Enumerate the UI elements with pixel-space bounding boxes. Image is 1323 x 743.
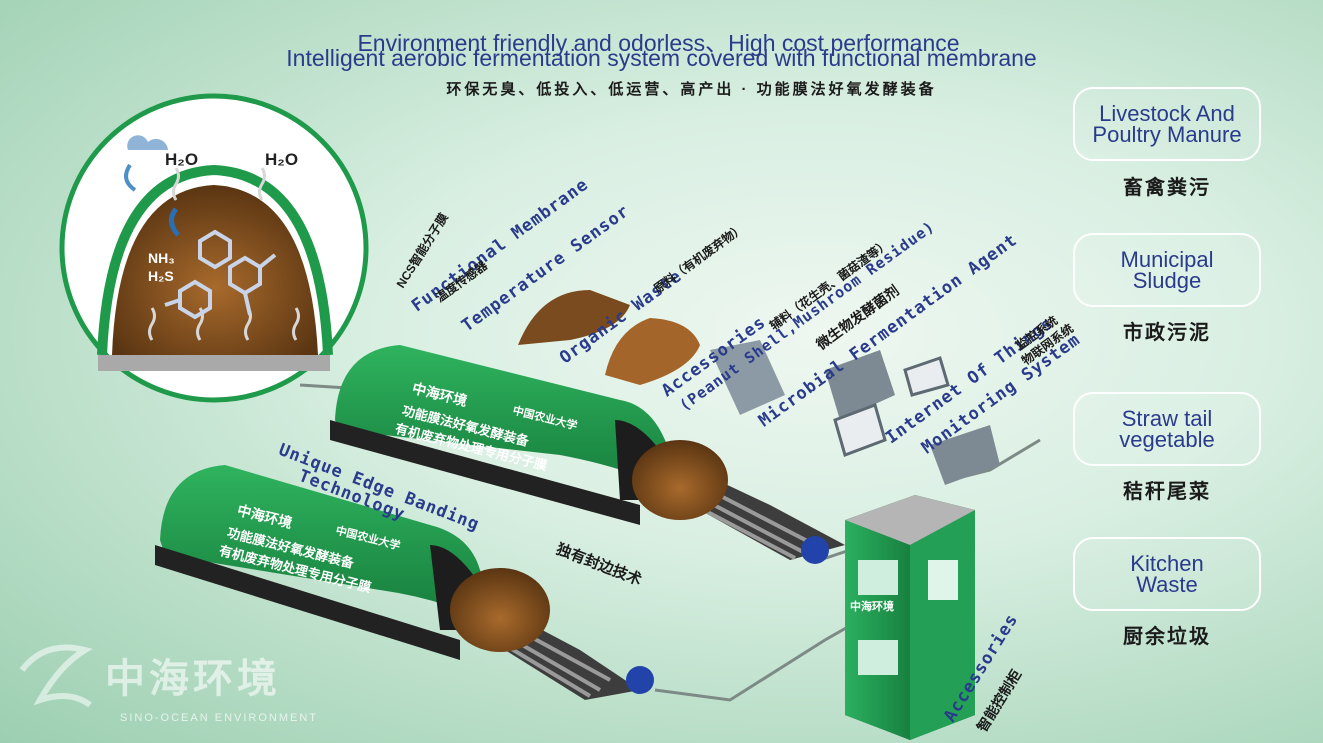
watermark-cn: 中海环境 bbox=[105, 657, 281, 701]
header-line3: 环保无臭、低投入、低运营、高产出 · 功能膜法好氧发酵装备 bbox=[446, 81, 937, 98]
membrane-inset bbox=[59, 93, 369, 403]
h2s-label: H₂S bbox=[148, 268, 174, 284]
category-straw-cn: 秸秆尾菜 bbox=[1123, 481, 1211, 503]
arrow-icon bbox=[124, 163, 137, 192]
category-kitchen: Kitchen Waste bbox=[1073, 537, 1261, 611]
category-livestock-cn: 畜禽粪污 bbox=[1123, 177, 1211, 199]
h2o-label-right: H₂O bbox=[265, 150, 299, 169]
cloud-icon bbox=[127, 135, 168, 150]
watermark-en: SINO-OCEAN ENVIRONMENT bbox=[120, 712, 319, 724]
header-line1: Environment friendly and odorless、High c… bbox=[357, 30, 960, 56]
material-piles bbox=[518, 290, 1000, 485]
category-livestock: Livestock And Poultry Manure bbox=[1073, 87, 1261, 161]
header-line2: Intelligent aerobic fermentation system … bbox=[286, 45, 1037, 71]
category-kitchen-cn: 厨余垃圾 bbox=[1123, 626, 1211, 648]
watermark-logo-icon bbox=[19, 644, 93, 708]
nh3-label: NH₃ bbox=[148, 250, 175, 266]
h2o-label-left: H₂O bbox=[165, 150, 199, 169]
tunnel-upper bbox=[330, 345, 845, 564]
tunnel-lower bbox=[155, 465, 654, 700]
category-sludge: Municipal Sludge bbox=[1073, 233, 1261, 307]
cabinet-brand: 中海环境 bbox=[850, 601, 894, 613]
category-sludge-cn: 市政污泥 bbox=[1123, 322, 1211, 344]
category-straw: Straw tail vegetable bbox=[1073, 392, 1261, 466]
control-cabinet bbox=[845, 495, 975, 740]
